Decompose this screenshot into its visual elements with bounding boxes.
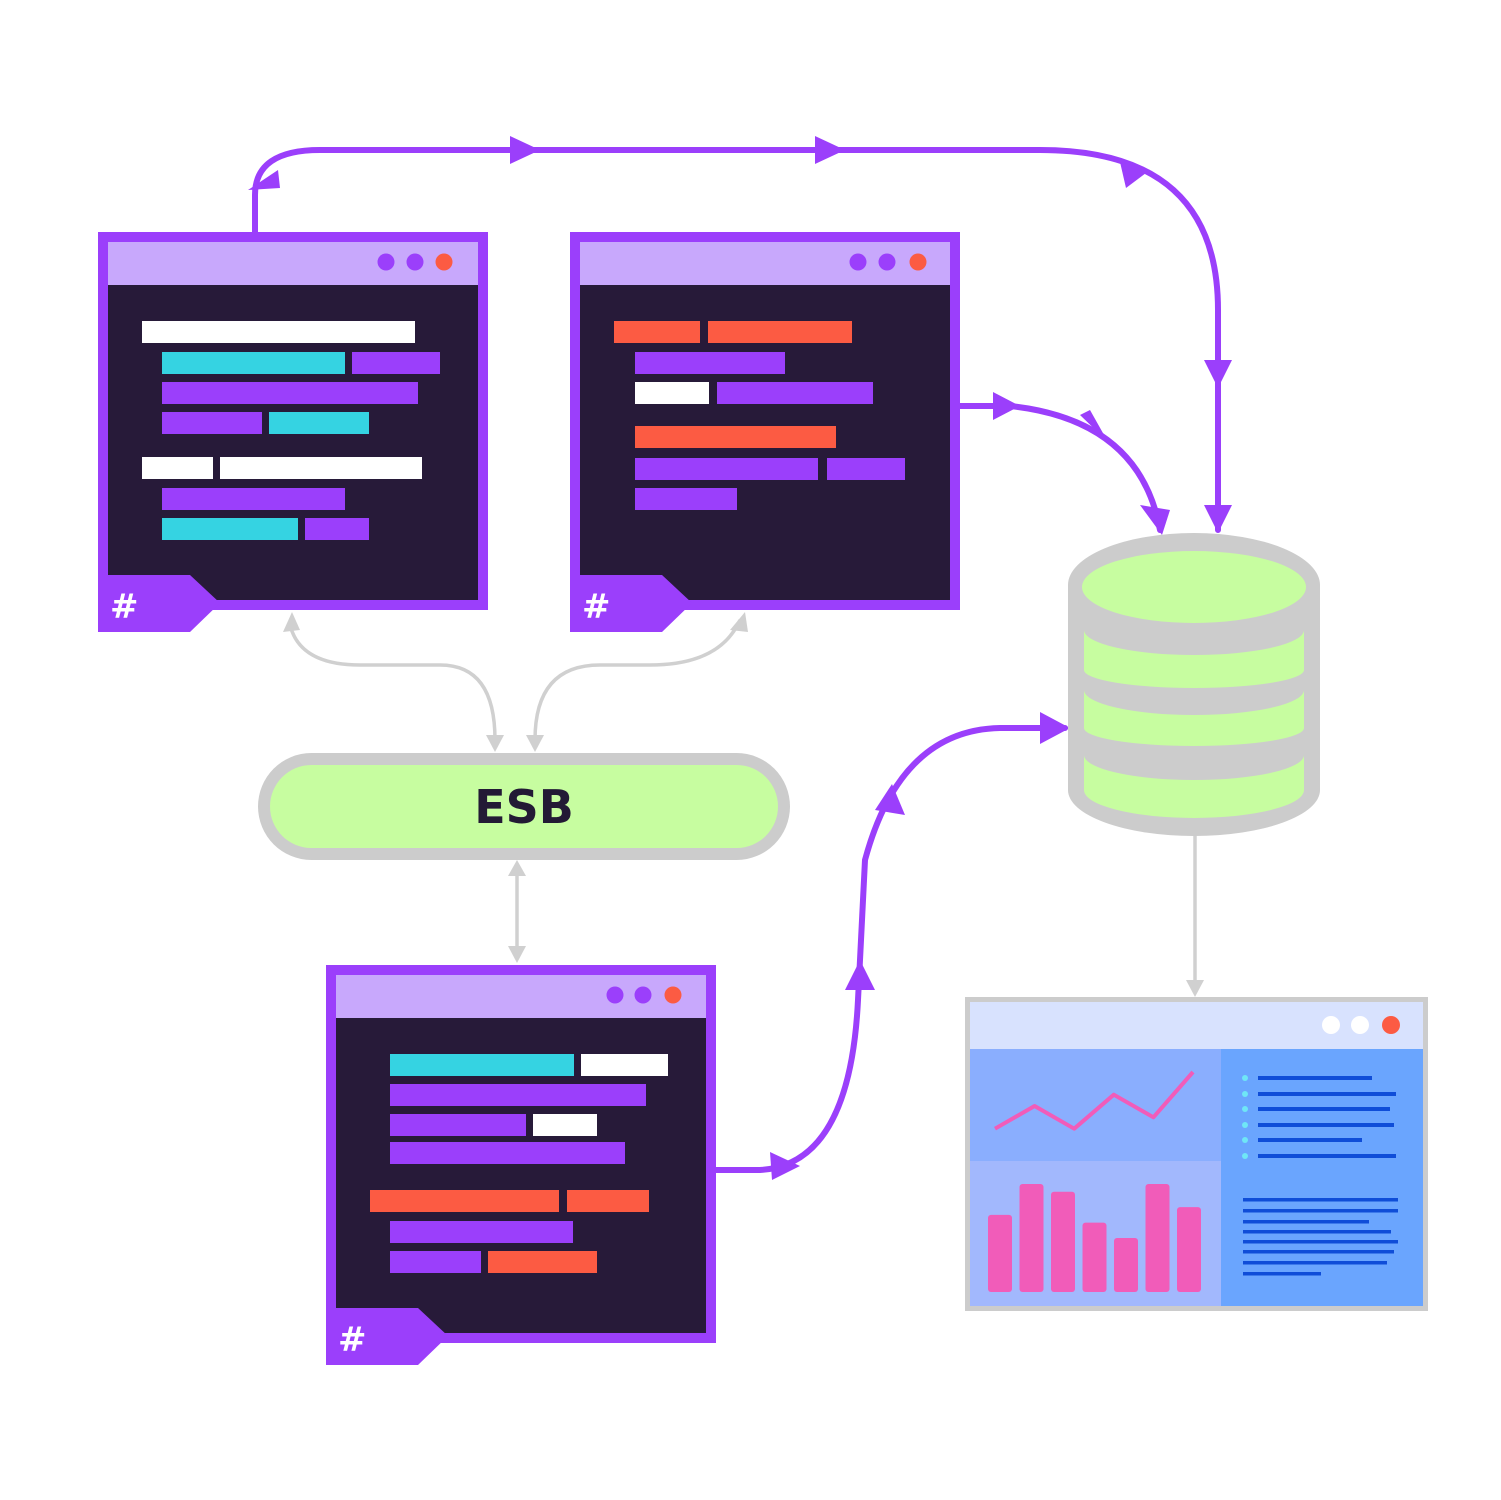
arrowhead <box>486 735 504 752</box>
arrowhead <box>1080 410 1108 442</box>
esb-label: ESB <box>474 780 574 834</box>
arrowhead <box>770 1152 800 1180</box>
window-footer-tab <box>570 575 692 632</box>
line-series <box>994 1070 1195 1131</box>
text-panel <box>1221 1049 1423 1306</box>
list-line <box>1258 1154 1396 1158</box>
window-dot <box>878 253 896 271</box>
connector-window3-to-database <box>712 725 1068 1173</box>
arrowhead <box>845 960 875 990</box>
flow-arrowheads <box>248 136 1232 1180</box>
list-bullet <box>1242 1106 1248 1112</box>
window-titlebar <box>970 1002 1423 1049</box>
list-bullet <box>1242 1122 1248 1128</box>
arrowhead <box>283 612 300 632</box>
arrowhead <box>1040 712 1070 744</box>
arrowhead <box>730 612 748 632</box>
list-line <box>1258 1107 1390 1111</box>
arrowhead <box>815 136 845 164</box>
list-line <box>1258 1123 1394 1127</box>
bar <box>1114 1238 1138 1292</box>
connector-esb-window2 <box>533 619 742 741</box>
window-dot <box>1351 1016 1369 1034</box>
window-dot <box>849 253 867 271</box>
esb-arrowheads <box>283 612 1204 997</box>
list-bullet <box>1242 1091 1248 1097</box>
window-dot <box>664 986 682 1004</box>
arrowhead <box>1204 505 1232 533</box>
window-dot <box>435 253 453 271</box>
window-dot <box>634 986 652 1004</box>
window-dot <box>406 253 424 271</box>
connector-esb-window1 <box>288 624 497 741</box>
list-bullet <box>1242 1075 1248 1081</box>
bar <box>1177 1207 1201 1292</box>
arrowhead <box>1120 162 1150 188</box>
arrowhead <box>993 392 1020 420</box>
esb-connectors <box>288 619 1197 985</box>
line-chart-panel <box>970 1049 1221 1161</box>
bar <box>1145 1184 1170 1292</box>
arrowhead <box>526 735 544 752</box>
window-dot <box>909 253 927 271</box>
hash-icon: # <box>582 587 611 627</box>
window-footer-tab <box>326 1308 448 1365</box>
window-dot <box>377 253 395 271</box>
list-line <box>1258 1092 1396 1096</box>
list-bullet <box>1242 1153 1248 1159</box>
arrowhead <box>508 946 526 963</box>
window-dot <box>1322 1016 1340 1034</box>
arrowhead <box>510 136 540 164</box>
arrowhead <box>1204 360 1232 388</box>
bar <box>1051 1191 1075 1292</box>
code-window-1: # <box>98 232 488 632</box>
hash-icon: # <box>110 587 139 627</box>
window-dot <box>606 986 624 1004</box>
window-footer-tab <box>98 575 220 632</box>
arrowhead <box>1140 505 1170 535</box>
arrowhead <box>875 784 905 815</box>
code-window-3: # <box>326 965 716 1365</box>
flow-connectors <box>252 147 1221 1173</box>
bullet-list <box>1242 1075 1396 1159</box>
hash-icon: # <box>338 1320 367 1360</box>
arrowhead <box>508 860 526 876</box>
bar <box>988 1214 1012 1292</box>
list-line <box>1258 1138 1362 1142</box>
paragraph-lines <box>1243 1198 1398 1276</box>
connector-window1-to-database <box>252 147 1221 533</box>
list-bullet <box>1242 1137 1248 1143</box>
database-icon <box>1068 533 1320 836</box>
window-dot <box>1382 1016 1400 1034</box>
line-chart <box>994 1070 1195 1131</box>
code-window-2: # <box>570 232 960 632</box>
bar <box>1082 1222 1107 1292</box>
esb-bus: ESB <box>258 753 790 860</box>
list-line <box>1258 1076 1372 1080</box>
bar-chart <box>988 1184 1201 1292</box>
connector-window2-to-database <box>957 403 1163 533</box>
dashboard-window <box>965 997 1428 1311</box>
arrowhead <box>248 170 280 190</box>
bar <box>1019 1184 1044 1292</box>
arrowhead <box>1186 980 1204 997</box>
